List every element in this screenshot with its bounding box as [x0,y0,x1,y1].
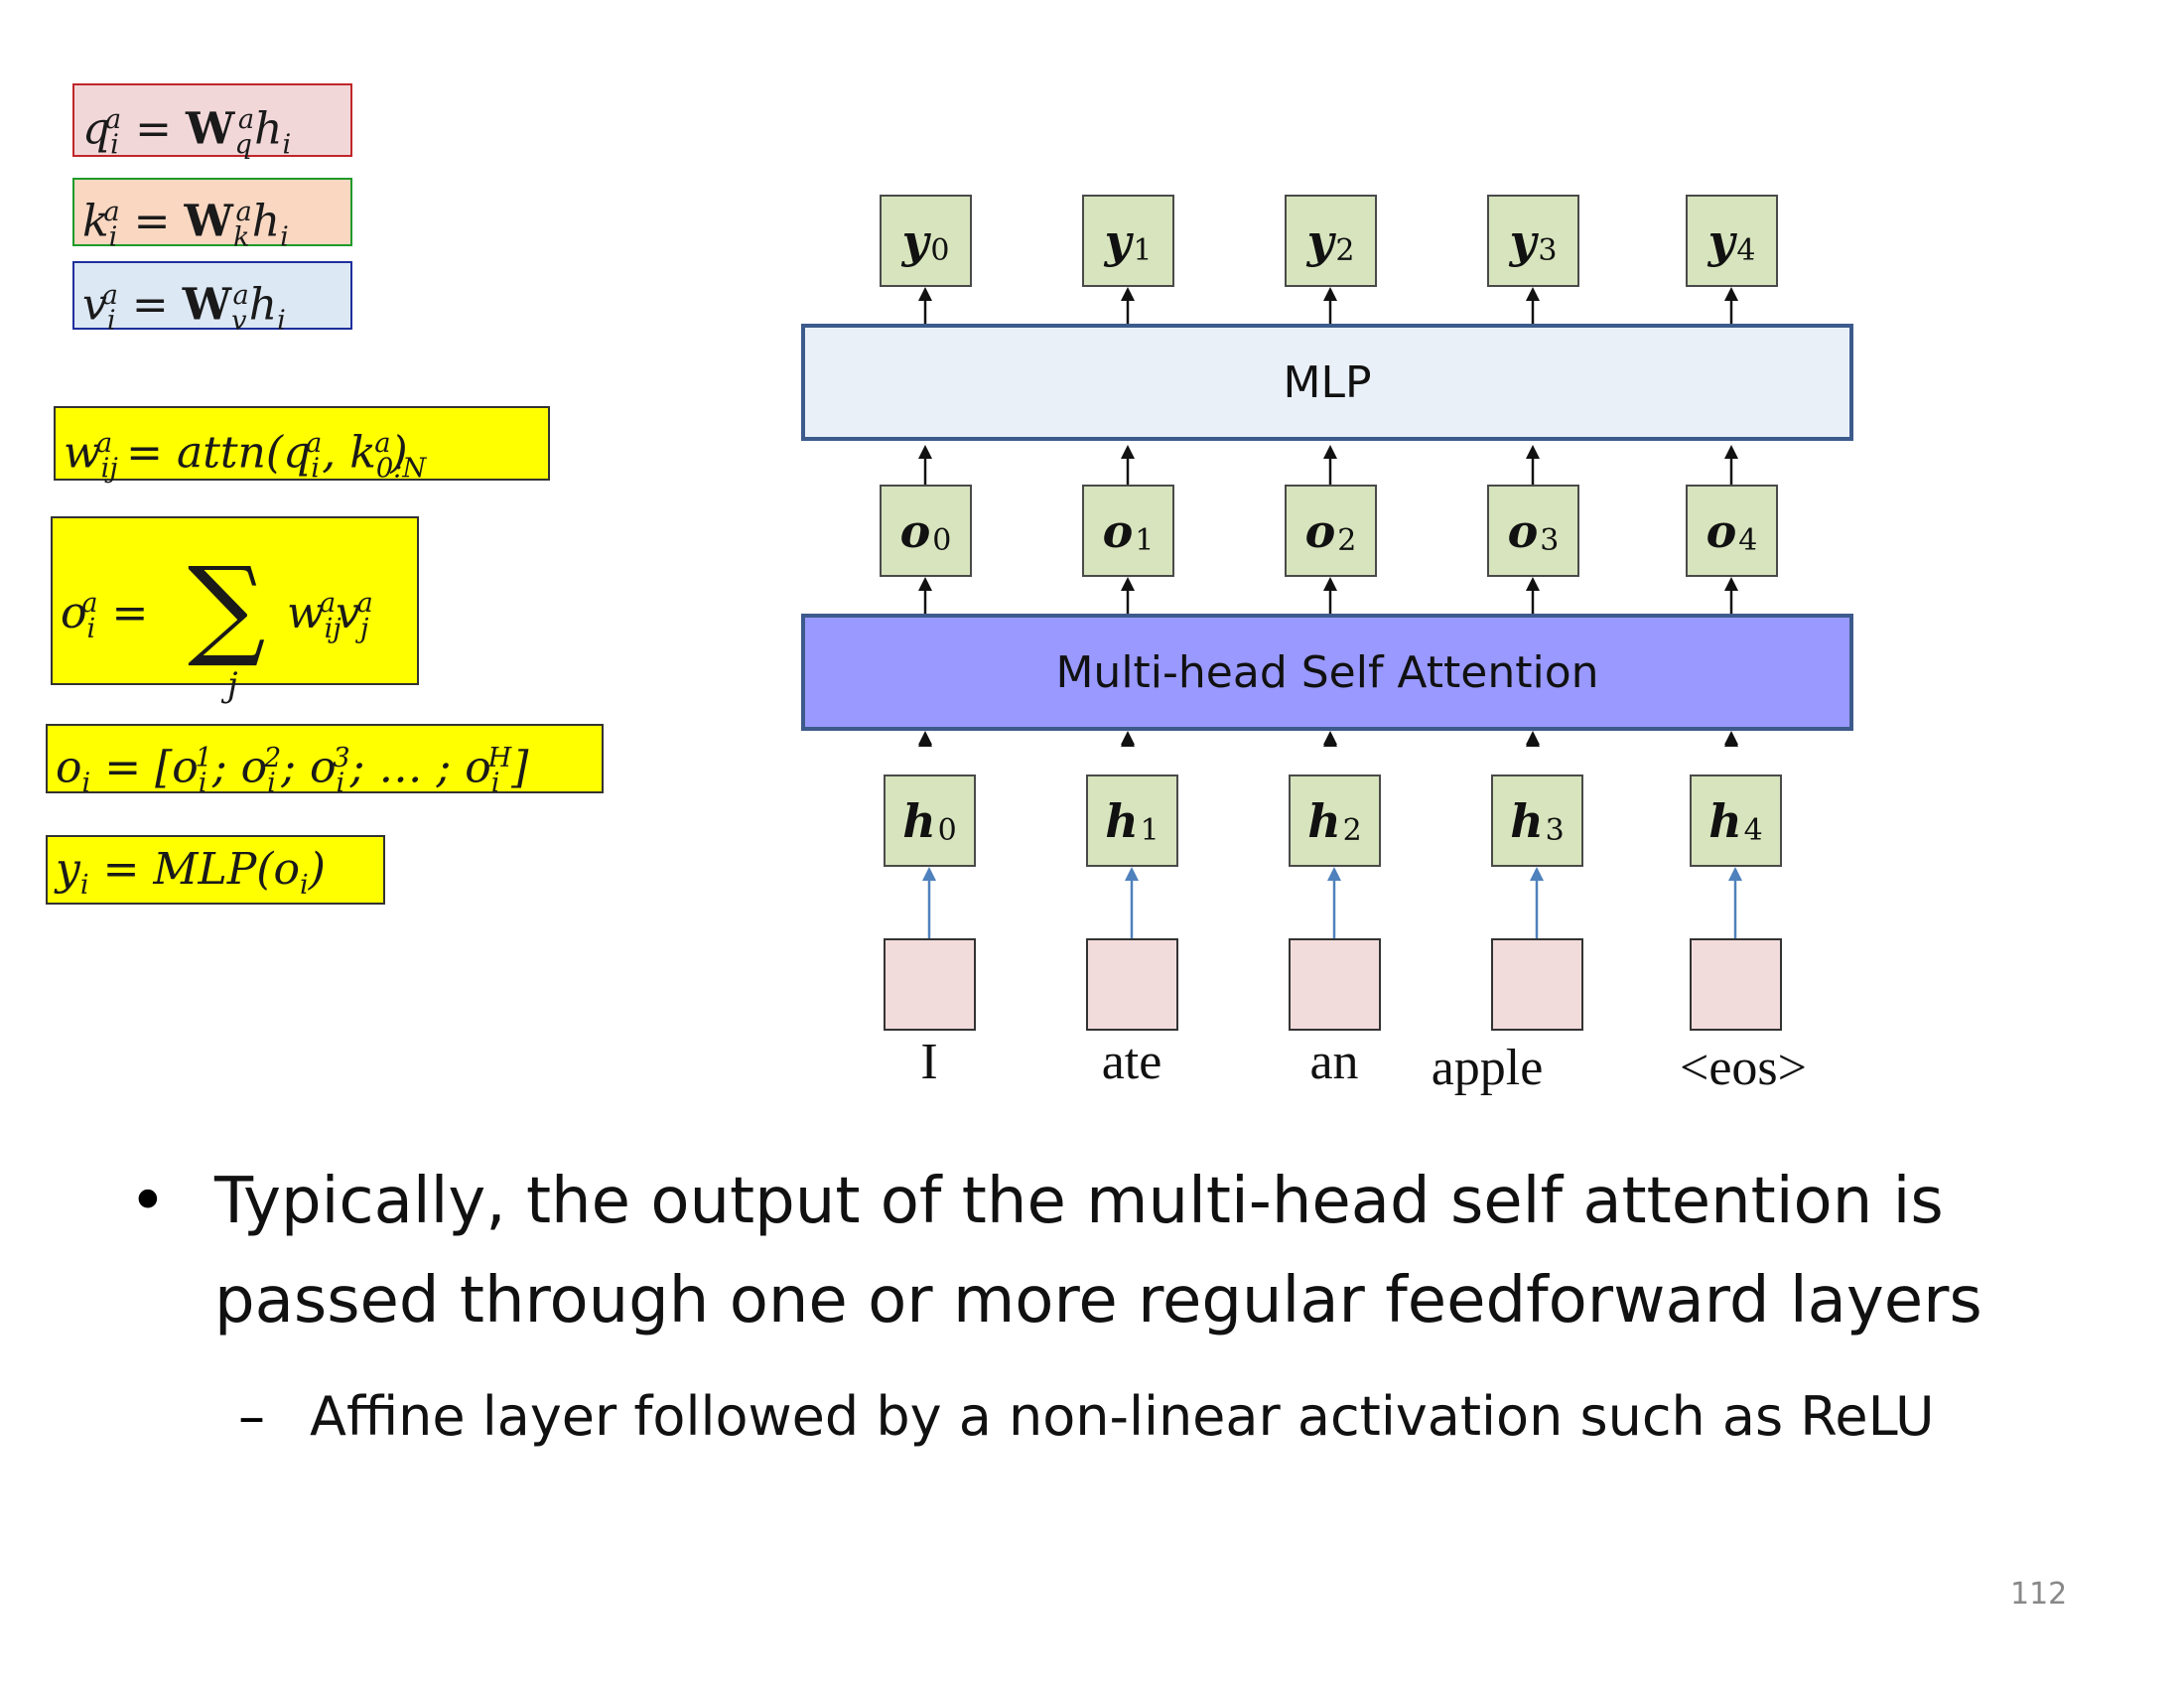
output-node-y4-symbol: y [1707,213,1735,268]
attn-output-node-o4-symbol: o [1706,503,1737,558]
value-equation: via = Wvahi [72,261,352,336]
o-to-mlp-arrow-0-head [918,445,932,459]
o-to-mlp-arrow-4-head [1724,445,1738,459]
hidden-node-h2-index: 2 [1342,813,1362,848]
attn-output-node-o1-index: 1 [1135,523,1155,558]
attn-output-node-o1-symbol: o [1102,503,1134,558]
attn-output-node-o2-symbol: o [1304,503,1336,558]
input-arrow-2-head [1327,867,1341,881]
sub-bullet-marker: – [238,1385,265,1448]
summation-symbol: ∑ [188,543,266,670]
mlp-to-y-arrow-0-head [918,287,932,301]
input-word-1: ate [1101,1034,1162,1090]
attn-output-node-o3-symbol: o [1507,503,1539,558]
input-arrow-3-head [1530,867,1544,881]
embedding-box-3 [1491,938,1583,1031]
output-node-y2-index: 2 [1335,233,1355,268]
attn-output-node-o3-index: 3 [1540,523,1560,558]
attn-to-o-arrow-2-head [1323,577,1337,591]
mlp-to-y-arrow-1-head [1121,287,1135,301]
hidden-node-h0-symbol: h [902,793,936,848]
embedding-box-0 [884,938,976,1031]
hidden-up-arrow-1-head [1121,733,1135,747]
hidden-node-h4-symbol: h [1708,793,1742,848]
mlp-layer: MLP [801,324,1853,441]
mlp-equation: yi = MLP(oi) [46,835,385,905]
attn-output-node-o4-index: 4 [1738,523,1758,558]
hidden-node-h2-symbol: h [1307,793,1341,848]
sub-bullet: Affine layer followed by a non-linear ac… [310,1385,1935,1448]
output-node-y1-symbol: y [1104,213,1132,268]
hidden-up-arrow-3-head [1526,733,1540,747]
bullet-marker: • [129,1165,167,1238]
attn-to-o-arrow-0-head [918,577,932,591]
mlp-to-y-arrow-3-head [1526,287,1540,301]
output-node-y4-index: 4 [1736,233,1756,268]
attn-output-node-o0-symbol: o [899,503,931,558]
embedding-box-2 [1289,938,1381,1031]
input-arrow-0-head [922,867,936,881]
output-node-y3-symbol: y [1509,213,1537,268]
mlp-label: MLP [1283,356,1372,408]
o-to-mlp-arrow-1-head [1121,445,1135,459]
input-arrow-1-head [1125,867,1139,881]
main-bullet: Typically, the output of the multi-head … [214,1165,1982,1337]
input-word-0: I [920,1034,938,1090]
hidden-node-h3-index: 3 [1545,813,1565,848]
page-number: 112 [2010,1577,2068,1612]
input-word-2: an [1309,1034,1359,1090]
hidden-node-h3-symbol: h [1510,793,1544,848]
attention-weight-equation: wija = attn(qia, k0:Na) [54,406,550,484]
hidden-node-h4-index: 4 [1743,813,1763,848]
attn-output-node-o0-index: 0 [932,523,952,558]
concat-equation: oi = [oi1; oi2; oi3; … ; oiH] [46,724,604,798]
attention-layer: Multi-head Self Attention [801,614,1853,731]
attn-to-o-arrow-1-head [1121,577,1135,591]
mlp-to-y-arrow-2-head [1323,287,1337,301]
hidden-up-arrow-0-head [918,733,932,747]
embedding-box-1 [1086,938,1178,1031]
o-to-mlp-arrow-2-head [1323,445,1337,459]
mlp-to-y-arrow-4-head [1724,287,1738,301]
hidden-up-arrow-4-head [1724,733,1738,747]
attn-output-node-o2-index: 2 [1337,523,1357,558]
input-word-4: <eos> [1680,1040,1807,1096]
hidden-node-h0-index: 0 [937,813,957,848]
output-node-y0-symbol: y [901,213,929,268]
embedding-box-4 [1690,938,1782,1031]
attn-to-o-arrow-4-head [1724,577,1738,591]
key-equation: kia = Wkahi [72,178,352,252]
hidden-node-h1-symbol: h [1105,793,1139,848]
output-node-y3-index: 3 [1538,233,1558,268]
hidden-node-h1-index: 1 [1140,813,1160,848]
attn-to-o-arrow-3-head [1526,577,1540,591]
output-node-y1-index: 1 [1133,233,1153,268]
o-to-mlp-arrow-3-head [1526,445,1540,459]
hidden-up-arrow-2-head [1323,733,1337,747]
output-node-y2-symbol: y [1306,213,1334,268]
input-arrow-4-head [1728,867,1742,881]
head-output-equation: oia = ∑ j wijavja [51,516,419,705]
attention-label: Multi-head Self Attention [1055,646,1599,698]
output-node-y0-index: 0 [930,233,950,268]
input-word-3: apple [1431,1040,1544,1096]
query-equation: qia = Wqahi [72,83,352,160]
